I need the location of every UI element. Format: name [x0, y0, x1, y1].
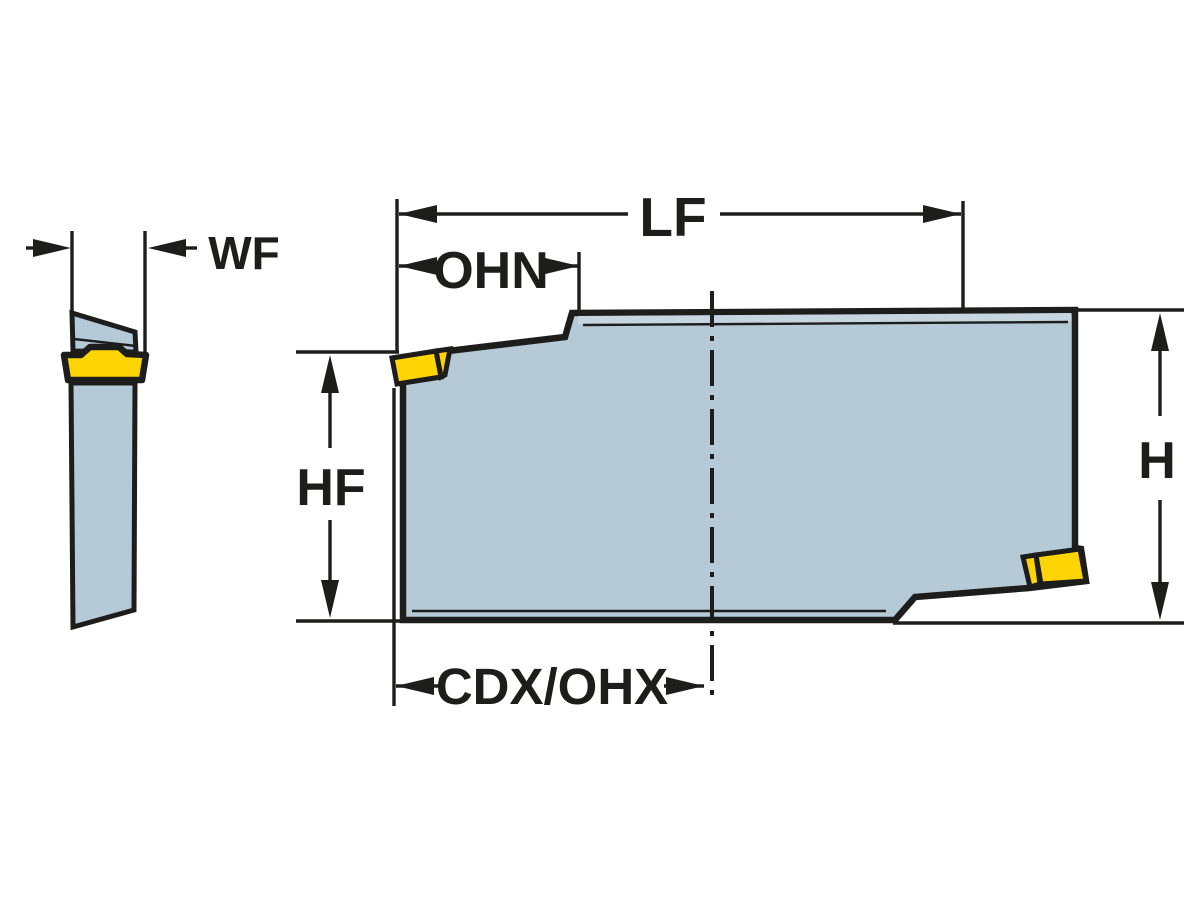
- arrowhead-right-icon: [541, 257, 579, 275]
- front-view: [60, 309, 150, 631]
- wf-label: WF: [208, 227, 280, 279]
- cdx-ohx-label: CDX/OHX: [436, 658, 668, 715]
- front-view-insert: [60, 343, 150, 384]
- top-chamfer-band: [578, 313, 1071, 324]
- arrowhead-left-icon: [399, 205, 437, 223]
- dimension-h: H: [893, 308, 1184, 625]
- arrowhead-left-icon: [148, 239, 186, 257]
- top-edge-detail-line: [582, 320, 1069, 327]
- dimension-hf: HF: [296, 350, 404, 623]
- arrowhead-right-icon: [666, 677, 704, 695]
- top-left-insert: [389, 348, 444, 387]
- h-label: H: [1138, 432, 1176, 490]
- arrowhead-up-icon: [321, 355, 339, 393]
- bottom-right-insert: [1033, 546, 1089, 587]
- dimension-wf: WF: [26, 227, 280, 353]
- arrowhead-up-icon: [1151, 313, 1169, 351]
- arrowhead-down-icon: [1151, 582, 1169, 620]
- arrowhead-right-icon: [923, 205, 961, 223]
- ohn-label: OHN: [433, 242, 549, 300]
- arrowhead-left-icon: [399, 257, 437, 275]
- front-view-clamp-split-line: [73, 337, 137, 348]
- arrowhead-right-icon: [33, 239, 71, 257]
- side-view-blade-body: [393, 306, 1090, 624]
- arrowhead-left-icon: [396, 677, 434, 695]
- front-view-shank: [68, 380, 138, 631]
- dimension-cdx-ohx: CDX/OHX: [392, 388, 704, 715]
- lf-label: LF: [639, 186, 706, 248]
- arrowhead-down-icon: [321, 580, 339, 618]
- side-view: [389, 291, 1090, 703]
- dimension-ohn: OHN: [399, 242, 581, 310]
- hf-label: HF: [296, 459, 365, 517]
- dimension-lf: LF: [395, 186, 965, 353]
